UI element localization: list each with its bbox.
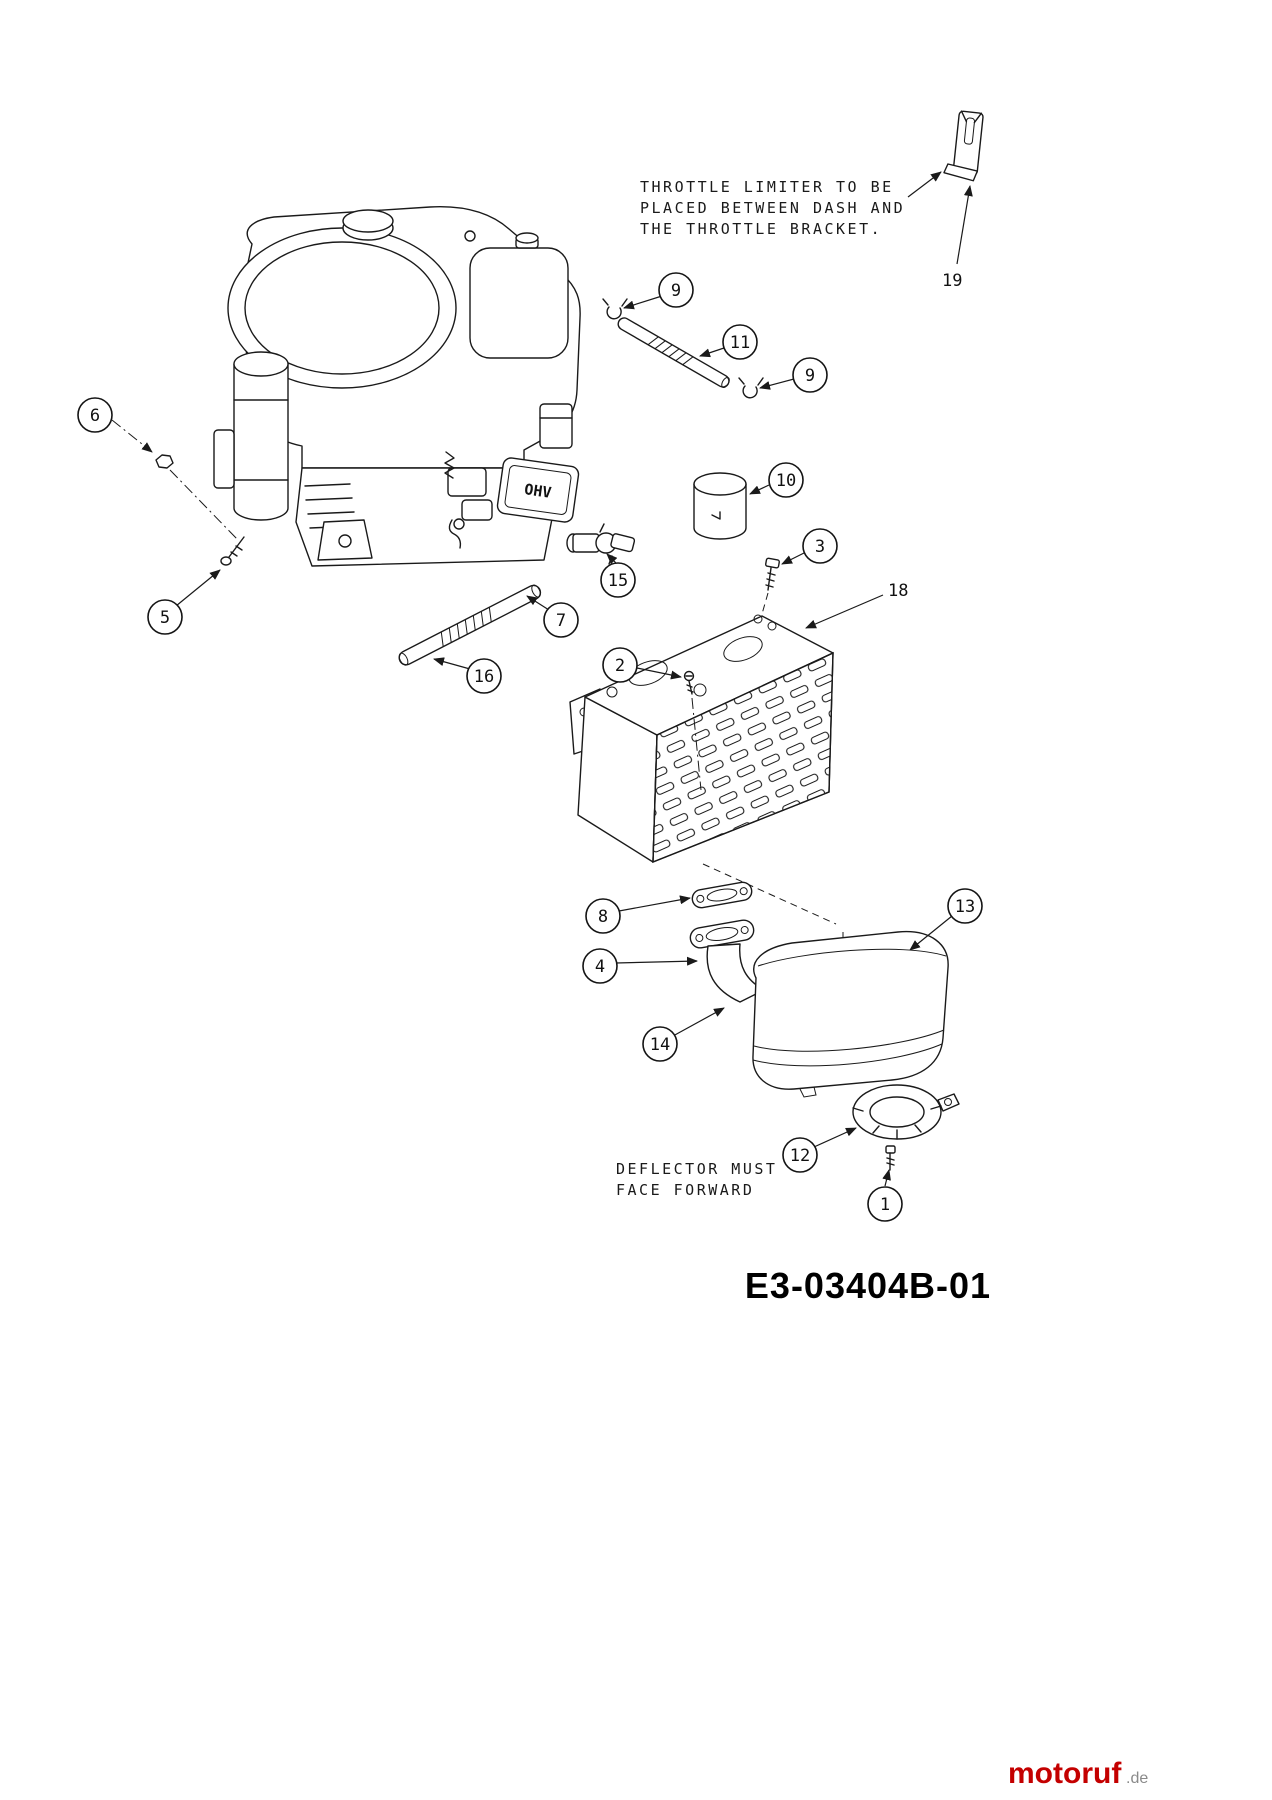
watermark: motoruf .de bbox=[1008, 1757, 1148, 1790]
svg-text:12: 12 bbox=[790, 1146, 810, 1166]
deflector-note-line2: FACE FORWARD bbox=[616, 1181, 754, 1199]
svg-text:3: 3 bbox=[815, 537, 825, 557]
throttle-note-line1: THROTTLE LIMITER TO BE bbox=[640, 178, 894, 196]
callout-14: 14 bbox=[642, 1026, 678, 1062]
svg-text:14: 14 bbox=[650, 1035, 670, 1055]
shield-screw bbox=[683, 670, 695, 695]
callout-6: 6 bbox=[77, 397, 113, 433]
muffler-heat-shield bbox=[569, 614, 834, 864]
starter-motor bbox=[233, 363, 289, 521]
svg-text:9: 9 bbox=[671, 281, 681, 301]
deflector-note-line1: DEFLECTOR MUST bbox=[616, 1160, 777, 1178]
svg-text:1: 1 bbox=[880, 1195, 890, 1215]
svg-text:7: 7 bbox=[556, 611, 566, 631]
callout-9b: 9 bbox=[792, 357, 828, 393]
throttle-note-line3: THE THROTTLE BRACKET. bbox=[640, 220, 882, 238]
svg-text:11: 11 bbox=[730, 333, 750, 353]
callout-3: 3 bbox=[802, 528, 838, 564]
hose-clamp-upper bbox=[602, 298, 628, 320]
valve-cover: OHV bbox=[496, 457, 580, 523]
callout-5: 5 bbox=[147, 599, 183, 635]
callout-7: 7 bbox=[543, 602, 579, 638]
watermark-brand: motoruf bbox=[1008, 1757, 1122, 1790]
air-cleaner-cap bbox=[342, 209, 394, 233]
callout-11: 11 bbox=[722, 324, 758, 360]
callout-2: 2 bbox=[602, 647, 638, 683]
watermark-suffix: .de bbox=[1126, 1770, 1148, 1787]
deflector-note: DEFLECTOR MUST FACE FORWARD bbox=[616, 1160, 777, 1199]
throttle-limiter-note: THROTTLE LIMITER TO BE PLACED BETWEEN DA… bbox=[640, 178, 905, 238]
throttle-spring bbox=[444, 451, 455, 479]
callout-12: 12 bbox=[782, 1137, 818, 1173]
mount-bolt bbox=[220, 536, 245, 566]
svg-text:16: 16 bbox=[474, 667, 494, 687]
svg-text:9: 9 bbox=[805, 366, 815, 386]
exhaust-gasket bbox=[691, 881, 753, 909]
muffler bbox=[752, 930, 949, 1098]
svg-text:15: 15 bbox=[608, 571, 628, 591]
svg-text:6: 6 bbox=[90, 406, 100, 426]
fuel-tank bbox=[469, 247, 569, 359]
svg-text:10: 10 bbox=[776, 471, 796, 491]
flywheel-shroud bbox=[227, 227, 457, 389]
exhaust-pipe bbox=[706, 943, 765, 1003]
fuel-line-upper bbox=[617, 317, 730, 388]
carburetor bbox=[447, 467, 487, 497]
callout-10: 10 bbox=[768, 462, 804, 498]
svg-text:2: 2 bbox=[615, 656, 625, 676]
svg-text:5: 5 bbox=[160, 608, 170, 628]
throttle-bracket bbox=[539, 403, 573, 449]
hose-clamp-lower bbox=[738, 377, 764, 399]
exhaust-deflector bbox=[852, 1084, 960, 1140]
throttle-note-line2: PLACED BETWEEN DASH AND bbox=[640, 199, 905, 217]
fuel-filter-canister bbox=[693, 472, 747, 540]
callout-9a: 9 bbox=[658, 272, 694, 308]
exhaust-pipe-flange bbox=[689, 919, 765, 1003]
engine-mount-foot bbox=[317, 519, 373, 561]
fuel-cap bbox=[515, 232, 539, 244]
throttle-limiter-bracket bbox=[943, 110, 984, 182]
shield-bolt bbox=[765, 557, 780, 591]
flange-nut bbox=[155, 454, 174, 469]
svg-text:13: 13 bbox=[955, 897, 975, 917]
callout-16: 16 bbox=[466, 658, 502, 694]
svg-text:4: 4 bbox=[595, 957, 605, 977]
callout-19: 19 bbox=[942, 271, 962, 291]
callout-15: 15 bbox=[600, 562, 636, 598]
fuel-shutoff-valve bbox=[566, 523, 636, 565]
engine-assembly: OHV bbox=[213, 206, 581, 567]
drawing-number: E3-03404B-01 bbox=[745, 1265, 991, 1306]
shield-louver-face bbox=[652, 651, 834, 864]
callout-13: 13 bbox=[947, 888, 983, 924]
callout-1: 1 bbox=[867, 1186, 903, 1222]
leader-lines bbox=[433, 171, 973, 1187]
svg-text:8: 8 bbox=[598, 907, 608, 927]
engine-ohv-label: OHV bbox=[523, 480, 552, 502]
fuel-line-lower bbox=[398, 584, 542, 666]
callout-18: 18 bbox=[888, 581, 908, 601]
callout-4: 4 bbox=[582, 948, 618, 984]
callout-8: 8 bbox=[585, 898, 621, 934]
deflector-screw bbox=[885, 1145, 896, 1171]
